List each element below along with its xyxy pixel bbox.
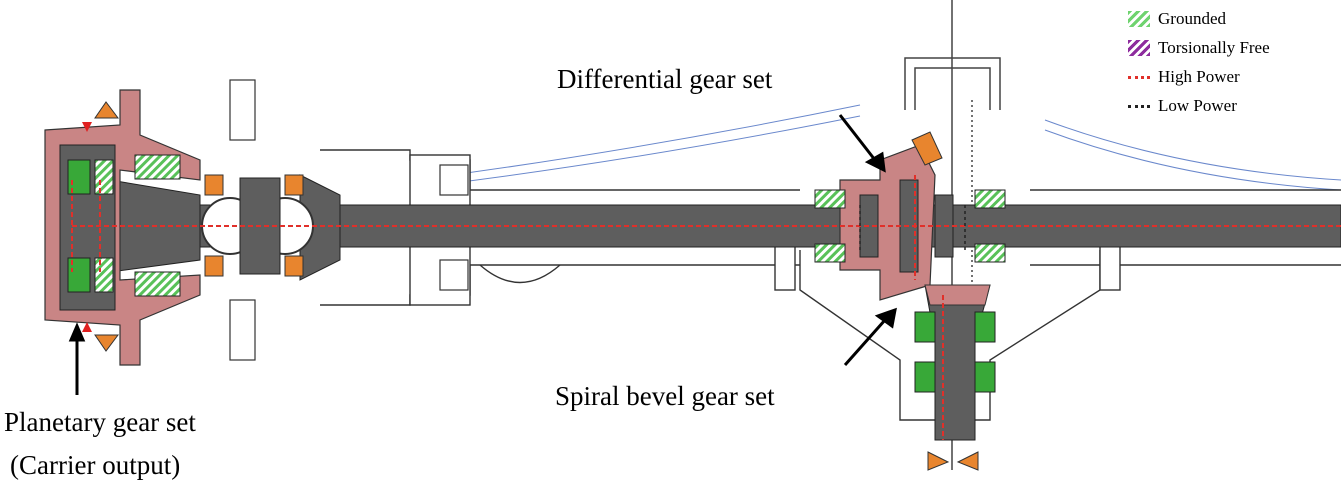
planetary-housing [44, 89, 201, 366]
torsionally-free-swatch [1128, 39, 1150, 56]
legend-label: Grounded [1158, 8, 1226, 28]
legend-label: Low Power [1158, 95, 1237, 115]
differential-assembly [814, 131, 1006, 301]
legend-label: Torsionally Free [1158, 37, 1270, 57]
low-power-swatch [1128, 105, 1150, 108]
bolts [229, 79, 469, 361]
housing-contour-lines [429, 104, 1341, 191]
callout-arrows [68, 114, 897, 395]
spiral-bevel-pinion [914, 284, 996, 471]
high-power-swatch [1128, 76, 1150, 79]
legend-item-torsionally-free: Torsionally Free [1128, 33, 1270, 62]
legend-item-low-power: Low Power [1128, 91, 1270, 120]
grounded-swatch [1128, 10, 1150, 27]
legend: Grounded Torsionally Free High Power Low… [1128, 4, 1270, 120]
high-power-path [71, 175, 1341, 440]
differential-label: Differential gear set [557, 64, 773, 94]
spiral-bevel-label: Spiral bevel gear set [555, 381, 775, 411]
legend-label: High Power [1158, 66, 1240, 86]
low-power-path [859, 205, 966, 250]
legend-item-high-power: High Power [1128, 62, 1270, 91]
planetary-label: Planetary gear set [4, 407, 196, 437]
carrier-output-label: (Carrier output) [10, 450, 181, 480]
legend-item-grounded: Grounded [1128, 4, 1270, 33]
